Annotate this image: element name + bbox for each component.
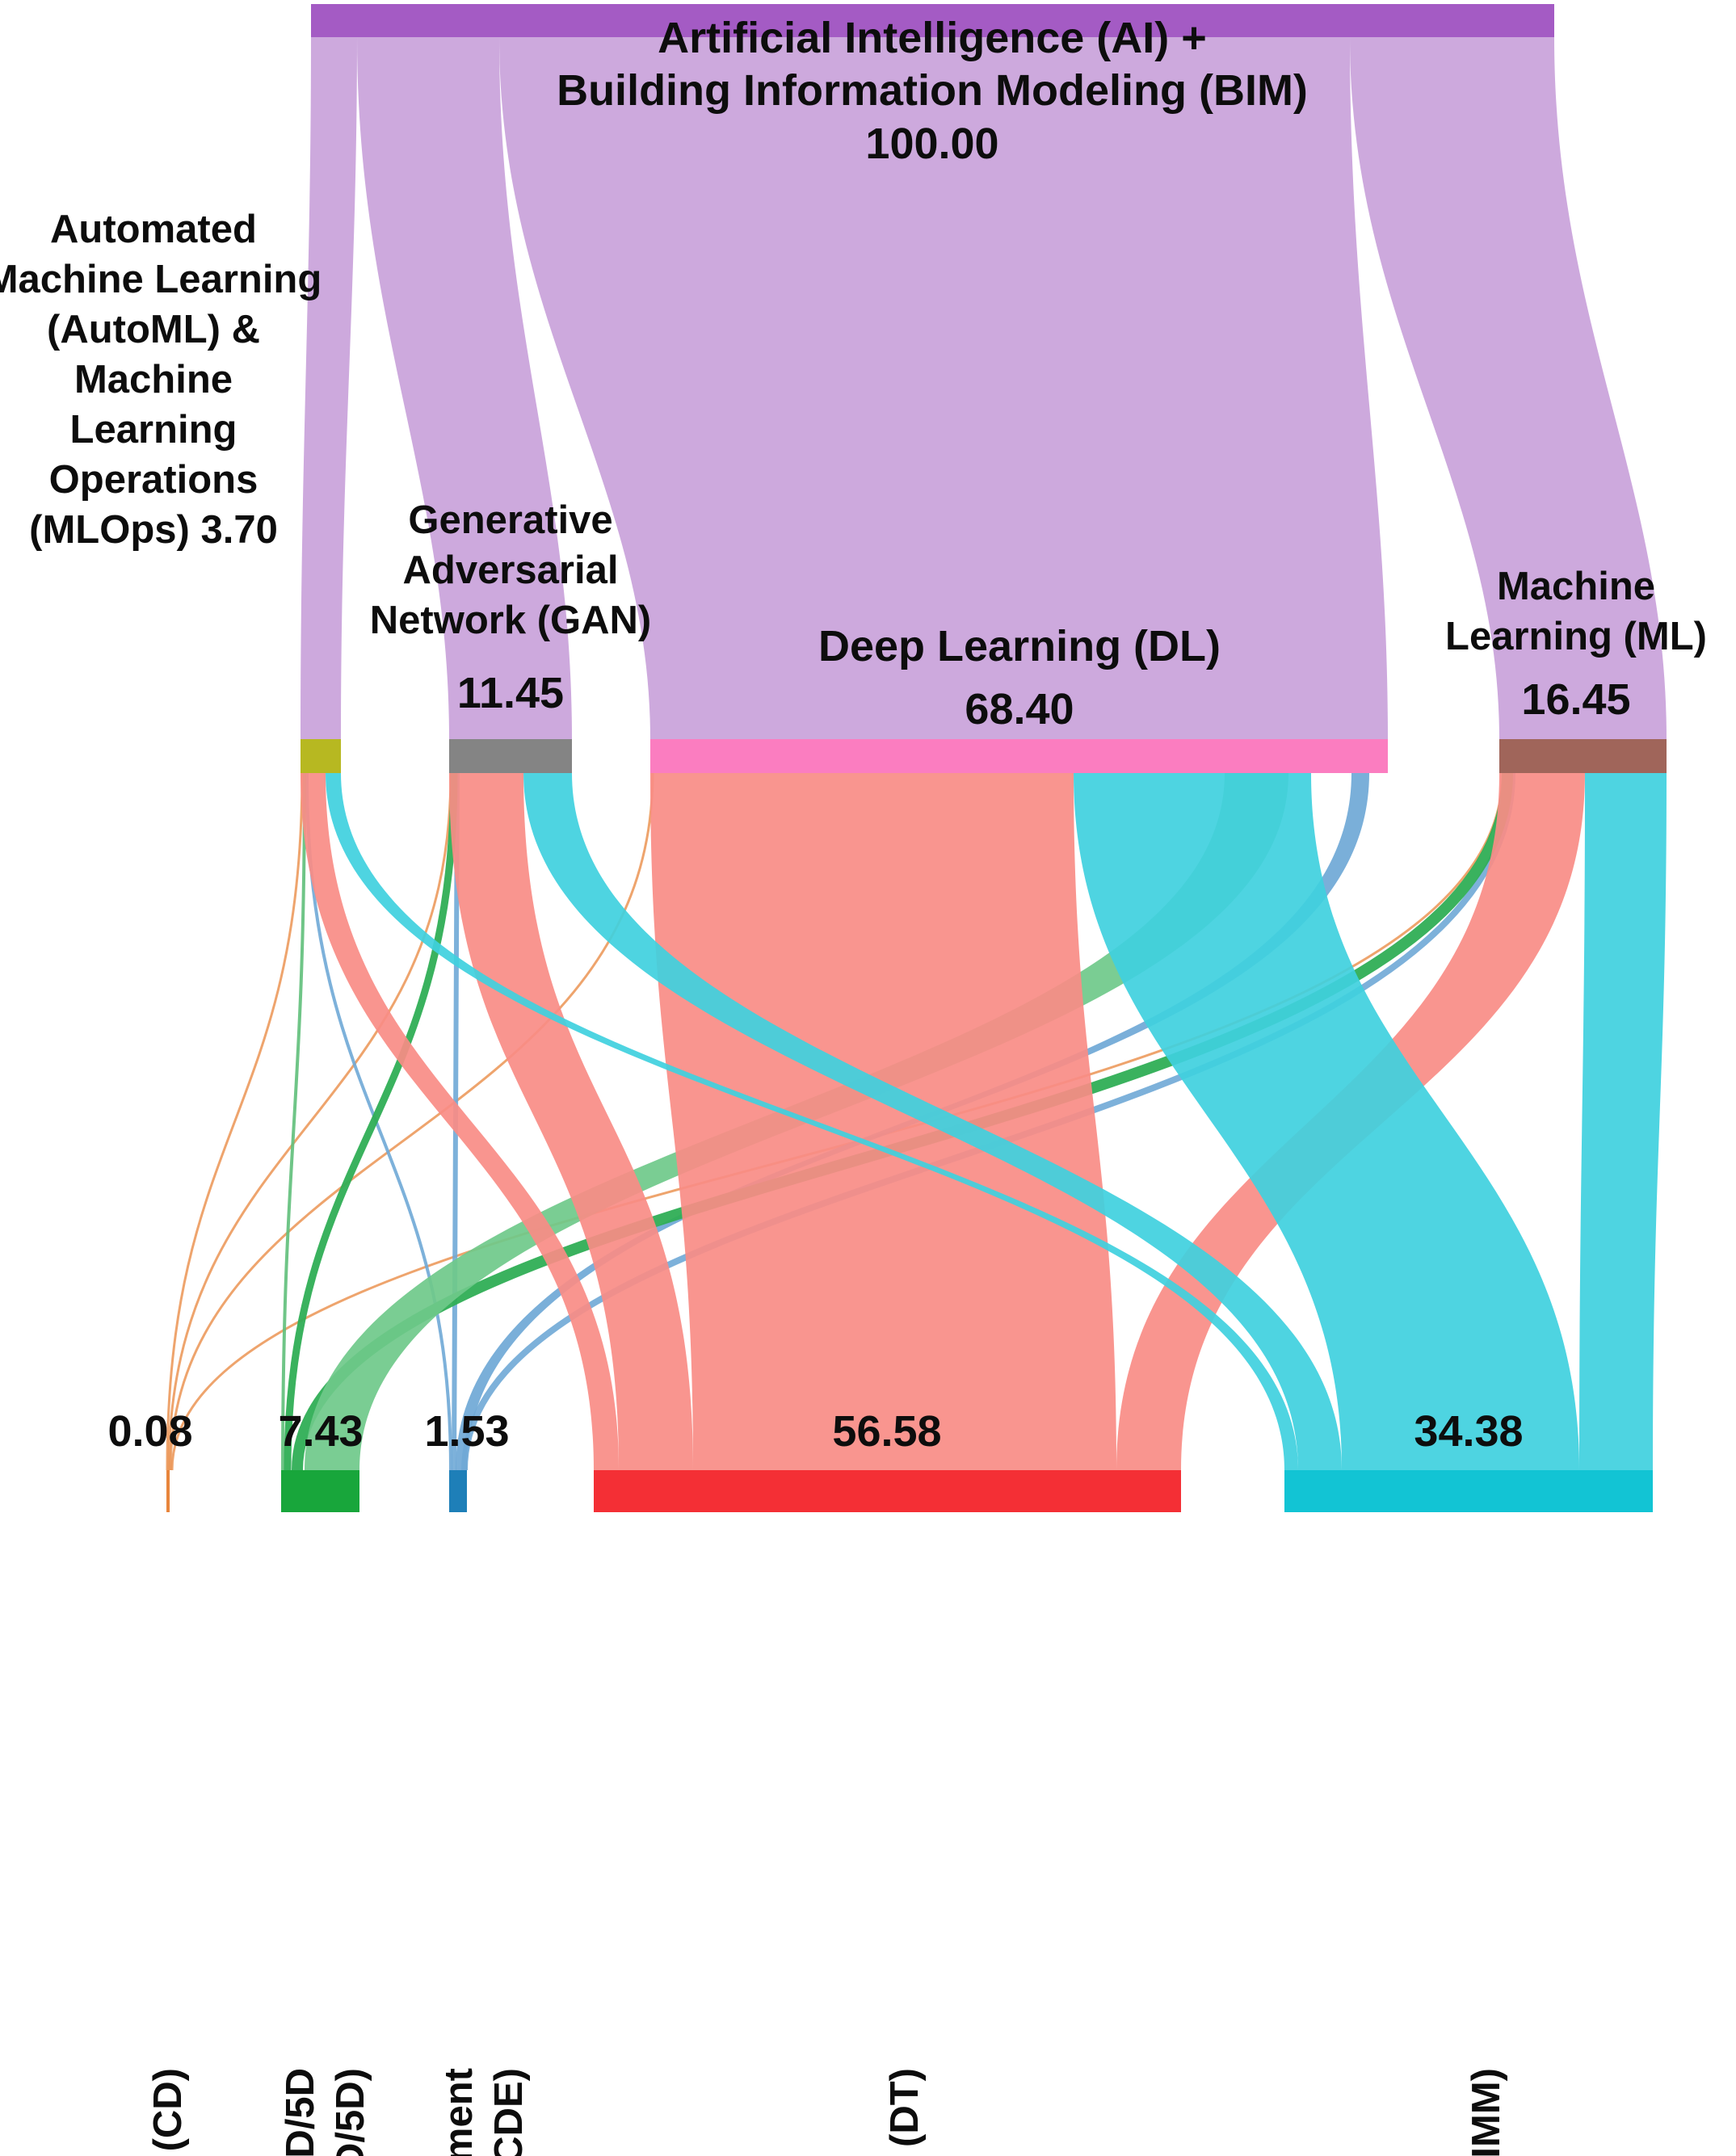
node-mlops[interactable] bbox=[301, 739, 341, 773]
node-label-ml-line2: Learning (ML) bbox=[1445, 615, 1707, 658]
links-middle-to-bottom bbox=[166, 772, 1667, 1471]
node-name-cde-line2: (CDE) bbox=[487, 2068, 531, 2156]
node-label-mlops-line7: (MLOps) 3.70 bbox=[29, 508, 278, 552]
link-mlops-mbim bbox=[281, 772, 306, 1471]
node-value-ml: 16.45 bbox=[1521, 675, 1630, 724]
node-value-dt: 56.58 bbox=[832, 1407, 941, 1456]
node-value-ai-bim: 100.00 bbox=[865, 120, 998, 168]
node-gan[interactable] bbox=[449, 739, 572, 773]
node-label-gan-line2: Adversarial bbox=[403, 548, 619, 592]
node-bimm[interactable] bbox=[1284, 1470, 1653, 1512]
link-aibim-ml bbox=[1350, 37, 1667, 739]
node-value-dl: 68.40 bbox=[965, 685, 1074, 733]
node-label-mlops-line3: (AutoML) & bbox=[47, 308, 260, 351]
node-ai-bim[interactable] bbox=[311, 4, 1554, 37]
node-value-cde: 1.53 bbox=[424, 1407, 509, 1456]
node-value-gan: 11.45 bbox=[457, 669, 564, 717]
link-gan-cd bbox=[167, 772, 452, 1471]
link-mlops-cde bbox=[305, 772, 452, 1471]
node-label-dl: Deep Learning (DL) bbox=[818, 622, 1221, 670]
node-dl[interactable] bbox=[650, 739, 1388, 773]
link-mlops-dt bbox=[301, 773, 619, 1470]
link-aibim-mlops bbox=[301, 37, 357, 739]
link-mlops-bimm bbox=[326, 773, 1298, 1470]
node-label-mlops-line4: Machine bbox=[74, 358, 233, 401]
node-name-cd: Clash detection (CD) bbox=[146, 2068, 190, 2156]
node-bars bbox=[166, 4, 1667, 1512]
node-label-mlops-line6: Operations bbox=[49, 458, 259, 502]
link-gan-mbim bbox=[284, 772, 458, 1471]
node-label-ai-bim-line2: Building Information Modeling (BIM) bbox=[557, 66, 1308, 115]
link-gan-bimm bbox=[523, 773, 1342, 1470]
node-name-mbim-line2: (MBIM 4D/5D) bbox=[329, 2068, 372, 2156]
link-ml-bimm bbox=[1579, 773, 1667, 1470]
node-label-gan-line3: Network (GAN) bbox=[370, 599, 651, 642]
node-label-mlops-line2: Machine Learning bbox=[0, 258, 322, 301]
link-aibim-dl bbox=[499, 37, 1388, 739]
node-name-mbim-line1: Multidimensional BIM 4D/5D bbox=[279, 2068, 322, 2156]
node-value-mbim: 7.43 bbox=[278, 1407, 363, 1456]
node-label-mlops-line1: Automated bbox=[50, 208, 257, 251]
node-label-ml-line1: Machine bbox=[1497, 565, 1655, 608]
link-dl-dt bbox=[650, 773, 1116, 1470]
node-label-mlops-line5: Learning bbox=[70, 408, 237, 452]
node-cd[interactable] bbox=[166, 1470, 170, 1512]
node-dt[interactable] bbox=[594, 1470, 1181, 1512]
link-mlops-cd bbox=[166, 772, 304, 1471]
link-gan-dt bbox=[449, 773, 693, 1470]
node-mbim[interactable] bbox=[281, 1470, 359, 1512]
link-aibim-gan bbox=[357, 37, 572, 739]
labels: Artificial Intelligence (AI) + Building … bbox=[0, 14, 1707, 2156]
node-cde[interactable] bbox=[449, 1470, 467, 1512]
node-name-bimm: BIM Model (BIMM) bbox=[1465, 2068, 1508, 2156]
node-value-bimm: 34.38 bbox=[1414, 1407, 1523, 1456]
node-ml[interactable] bbox=[1499, 739, 1667, 773]
node-label-ai-bim-line1: Artificial Intelligence (AI) + bbox=[658, 14, 1207, 62]
node-value-cd: 0.08 bbox=[107, 1407, 192, 1456]
node-name-dt: Digital Twins (DT) bbox=[883, 2068, 927, 2156]
links-top-to-middle bbox=[301, 37, 1667, 739]
node-label-gan-line1: Generative bbox=[408, 498, 612, 542]
node-name-cde-line1: Common Data Environment bbox=[437, 2068, 481, 2156]
link-dl-bimm bbox=[1074, 773, 1579, 1470]
